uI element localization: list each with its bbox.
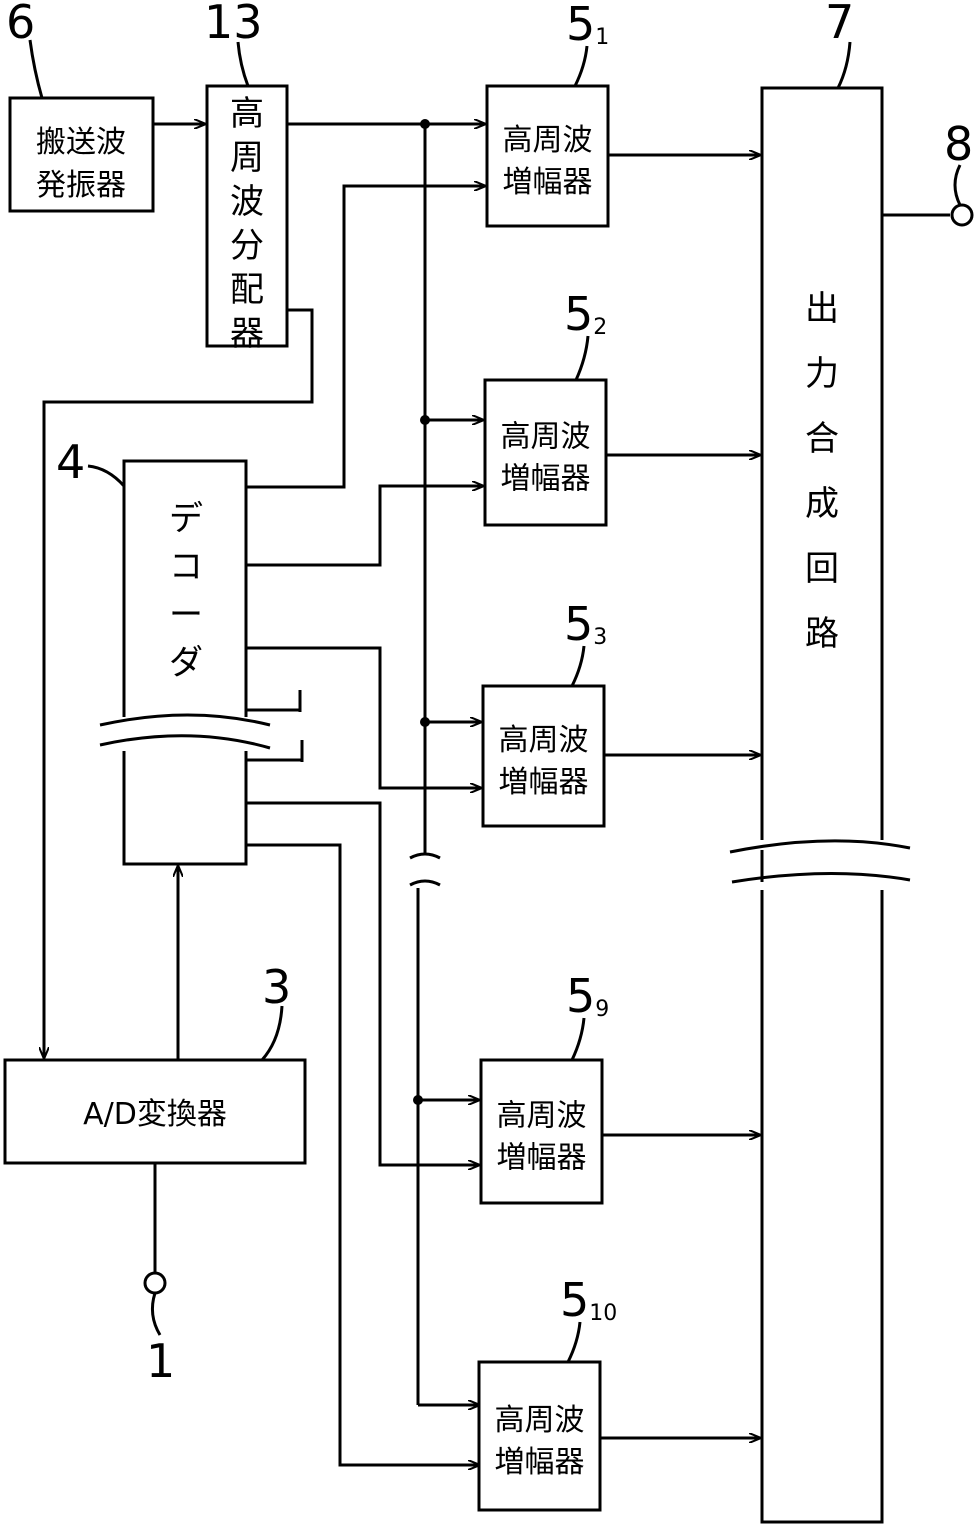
hf-amplifier-label-1: 高周波 [503,123,593,158]
ref-7: 7 [825,0,854,49]
carrier-oscillator-block: 搬送波 発振器 [8,96,155,213]
leader-5-3 [570,645,586,687]
ref-1: 1 [146,1334,175,1388]
hf-amplifier-label-2: 増幅器 [501,462,591,497]
hf-amplifier-label-2: 増幅器 [499,765,589,800]
hf-amplifier-label-1: 高周波 [499,723,589,758]
leader-5-9 [570,1017,586,1061]
hf-amplifier-label-1: 高周波 [501,420,591,455]
hf-amplifier-label-2: 増幅器 [495,1445,585,1480]
ref-5-2: 52 [564,287,607,341]
ref-8: 8 [944,117,973,171]
decoder-block: デコーダ [122,459,248,866]
ad-converter-block: A/D変換器 [3,1058,307,1165]
ref-5-9: 59 [566,969,609,1023]
leader-1 [150,1292,162,1336]
hf-divider-block: 高周波分配器 [205,84,289,354]
wiring [44,119,760,1465]
input-terminal-1 [143,1271,167,1295]
hf-amplifier-label-2: 増幅器 [503,165,593,200]
leader-5-1 [573,45,589,87]
amplifier-group: 高周波増幅器51高周波増幅器52高周波増幅器53高周波増幅器59高周波増幅器51… [477,0,617,1512]
hf-divider-label: 高周波分配器 [230,94,264,354]
combiner-break-lower [731,872,911,884]
leader-6 [28,39,44,99]
leader-5-10 [566,1321,582,1363]
ref-5-1: 51 [566,0,609,51]
leader-8 [953,164,962,206]
hf-amplifier-label-1: 高周波 [495,1403,585,1438]
hf-amplifier-box [483,378,608,527]
hf-amplifier-label-2: 増幅器 [497,1141,587,1176]
hf-amplifier-label-1: 高周波 [497,1099,587,1134]
ad-converter-label: A/D変換器 [83,1097,227,1132]
ref-3: 3 [262,960,291,1014]
ref-5-10: 510 [560,1273,617,1327]
output-combiner-block: 出力合成回路 [729,86,920,1524]
leader-3 [260,1005,284,1062]
ref-5-3: 53 [564,597,607,651]
output-terminal-8 [950,203,974,227]
decoder-label: デコーダ [169,499,203,683]
ref-4: 4 [56,435,85,489]
hf-amplifier-box [479,1058,604,1205]
combiner-break-upper [729,839,911,854]
hf-amplifier-box [477,1360,602,1512]
ref-13: 13 [204,0,263,49]
hf-amplifier-box [485,84,610,228]
carrier-osc-label-2: 発振器 [36,168,126,203]
leader-13 [236,41,250,87]
output-combiner-label: 出力合成回路 [805,289,839,654]
leader-7 [836,41,852,89]
leader-5-2 [574,335,590,381]
carrier-osc-label-1: 搬送波 [36,125,126,160]
leader-4 [87,464,126,488]
